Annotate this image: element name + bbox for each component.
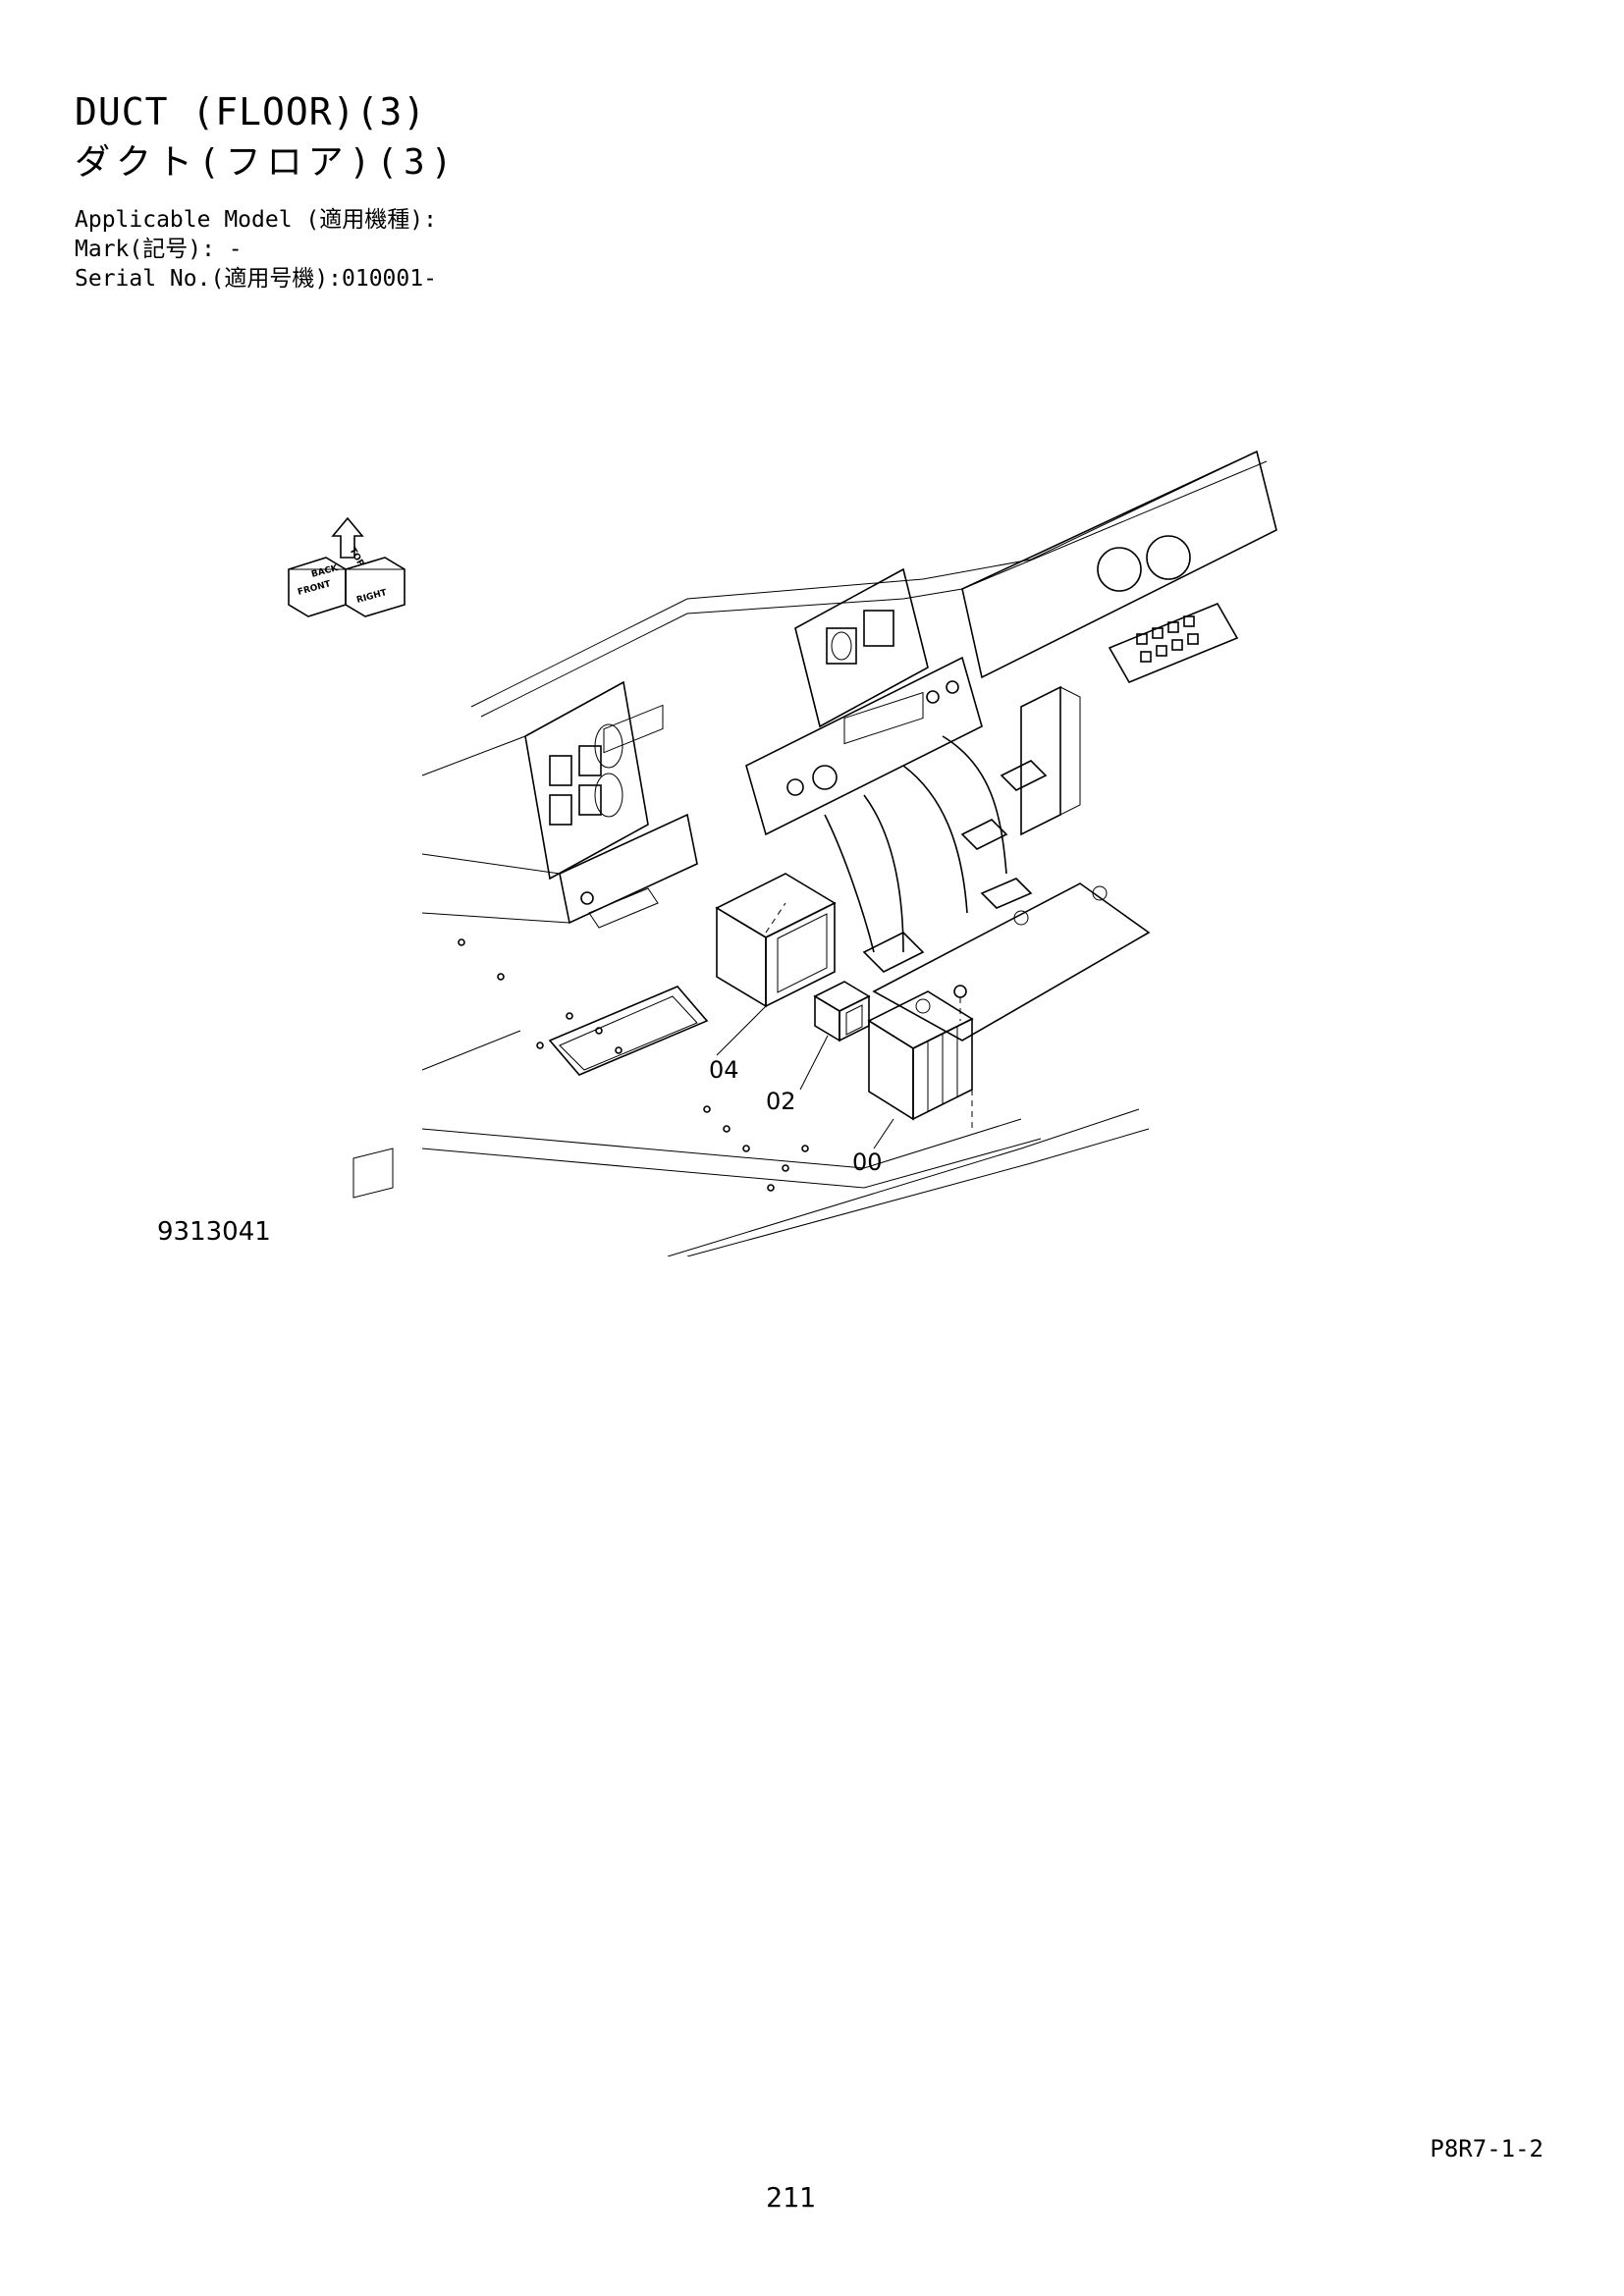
callout-04: 04 bbox=[709, 1056, 739, 1084]
duct-part-02 bbox=[799, 981, 871, 1091]
duct-part-04 bbox=[715, 873, 837, 1056]
console-assembly bbox=[421, 450, 1277, 973]
page-title-en: DUCT (FLOOR)(3) bbox=[75, 90, 427, 133]
floor-plate bbox=[352, 882, 1151, 1256]
serial-number-label: Serial No.(適用号機):010001- bbox=[75, 266, 437, 292]
page-title-jp: ダクト(フロア)(3) bbox=[75, 142, 459, 183]
orientation-front-label: FRONT bbox=[297, 579, 333, 598]
figure-id: 9313041 bbox=[157, 1217, 271, 1247]
parts-diagram: FRONT RIGHT TOP BACK bbox=[288, 450, 1277, 1256]
mark-label: Mark(記号): - bbox=[75, 237, 243, 262]
orientation-indicator-icon: FRONT RIGHT TOP BACK bbox=[288, 516, 406, 617]
orientation-right-label: RIGHT bbox=[355, 588, 389, 606]
page-code: P8R7-1-2 bbox=[1430, 2135, 1543, 2163]
orientation-back-label: BACK bbox=[310, 563, 340, 580]
page-number: 211 bbox=[766, 2181, 816, 2214]
applicable-model-label: Applicable Model (適用機種): bbox=[75, 207, 437, 233]
callout-00: 00 bbox=[852, 1148, 883, 1176]
callout-02: 02 bbox=[766, 1088, 796, 1115]
duct-part-00 bbox=[867, 985, 974, 1149]
